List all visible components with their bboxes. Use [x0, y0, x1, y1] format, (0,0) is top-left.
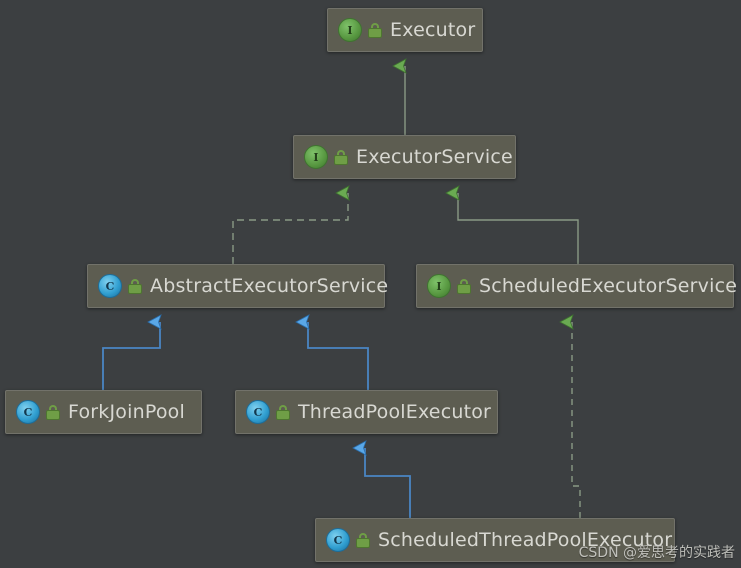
class-icon [326, 528, 350, 552]
node-abstract-executor-service[interactable]: AbstractExecutorService [87, 264, 389, 308]
node-label: ForkJoinPool [68, 401, 185, 423]
lock-icon [334, 149, 348, 165]
watermark: CSDN @爱思考的实践者 [578, 545, 735, 561]
edge-abstractexecutorservice-to-executorservice [232, 185, 350, 264]
node-label: ScheduledExecutorService [479, 275, 738, 297]
edge-scheduledexecutorservice-to-executorservice [445, 185, 579, 264]
edge-scheduledthreadpoolexecutor-to-threadpoolexecutor [352, 440, 411, 518]
interface-icon [304, 145, 328, 169]
edge-forkjoinpool-to-abstractexecutorservice [102, 314, 162, 390]
edge-threadpoolexecutor-to-abstractexecutorservice [295, 314, 369, 390]
node-label: ScheduledThreadPoolExecutor [378, 529, 673, 551]
node-label: Executor [390, 19, 476, 41]
node-label: AbstractExecutorService [150, 275, 389, 297]
node-label: ThreadPoolExecutor [298, 401, 492, 423]
node-fork-join-pool[interactable]: ForkJoinPool [5, 390, 202, 434]
lock-icon [46, 404, 60, 420]
node-scheduled-executor-service[interactable]: ScheduledExecutorService [416, 264, 738, 308]
node-thread-pool-executor[interactable]: ThreadPoolExecutor [235, 390, 498, 434]
node-label: ExecutorService [356, 146, 513, 168]
interface-icon [338, 18, 362, 42]
lock-icon [457, 278, 471, 294]
lock-icon [128, 278, 142, 294]
interface-icon [427, 274, 451, 298]
lock-icon [356, 532, 370, 548]
class-icon [16, 400, 40, 424]
class-icon [246, 400, 270, 424]
lock-icon [368, 22, 382, 38]
node-executor-service[interactable]: ExecutorService [293, 135, 516, 179]
class-icon [98, 274, 122, 298]
node-executor[interactable]: Executor [327, 8, 483, 52]
edge-scheduledthreadpoolexecutor-to-scheduledexecutorservice [559, 314, 581, 518]
node-scheduled-thread-pool-executor[interactable]: ScheduledThreadPoolExecutor [315, 518, 675, 562]
lock-icon [276, 404, 290, 420]
